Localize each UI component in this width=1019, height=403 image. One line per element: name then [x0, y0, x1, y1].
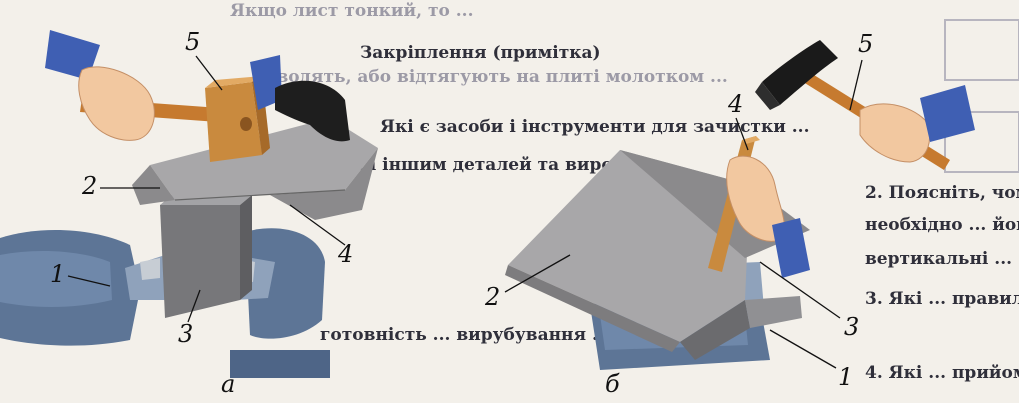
hand-hammer-b — [860, 104, 930, 162]
sleeve-hammer-b — [920, 85, 975, 142]
angle-iron-side-b — [745, 296, 802, 328]
bg-line-0: Якщо лист тонкий, то ... — [230, 1, 474, 21]
caption-b: б — [605, 370, 620, 398]
bg-line-7: вертикальні ... — [865, 249, 1012, 269]
hand-left-a — [79, 67, 155, 141]
mallet-wedge — [240, 117, 252, 131]
label-b1: 1 — [838, 363, 853, 391]
label-b2: 2 — [484, 283, 500, 311]
label-a2: 2 — [81, 172, 97, 200]
mallet-head-a — [205, 82, 262, 162]
jaw-plate-left — [140, 258, 160, 280]
bg-line-5: 2. Поясніть, чому лист тонколистового ме… — [865, 183, 1019, 203]
mandrel-side — [240, 195, 252, 300]
caption-a: а — [221, 370, 235, 398]
label-b3: 3 — [844, 313, 859, 341]
label-a1: 1 — [50, 260, 65, 288]
vise-base-right — [230, 350, 330, 378]
bg-line-9: готовність ... вирубування ... — [320, 325, 610, 345]
label-b4: 4 — [727, 90, 743, 118]
label-b5: 5 — [858, 30, 873, 58]
bg-line-1: Закріплення (примітка) — [360, 43, 601, 63]
mandrel-block — [160, 205, 240, 318]
bg-line-8: 3. Які ... правильність кромки ... в лещ… — [865, 289, 1019, 309]
bg-line-10: 4. Які ... прийоми ... ... ... ... — [865, 363, 1019, 383]
label-a4: 4 — [337, 240, 353, 268]
label-a3: 3 — [178, 320, 193, 348]
leader-b1 — [770, 330, 836, 368]
label-a5: 5 — [185, 28, 200, 56]
bg-icon-box-1 — [945, 20, 1019, 80]
bg-line-6: необхідно ... його кромки, ... кромки ..… — [865, 215, 1019, 235]
bg-line-3: Які є засоби і інструменти для зачистки … — [380, 117, 810, 137]
